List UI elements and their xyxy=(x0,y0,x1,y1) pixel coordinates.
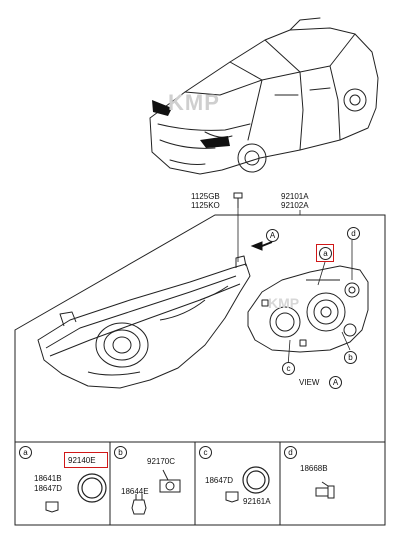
assembly-part-number-1: 92101A xyxy=(281,192,309,201)
view-ref: A xyxy=(329,376,342,389)
callout-c-drawing[interactable]: c xyxy=(282,362,295,375)
car-illustration xyxy=(149,17,379,175)
leader-lines xyxy=(237,208,353,367)
callout-a-highlight xyxy=(316,244,334,262)
bolt-icon xyxy=(233,192,243,208)
table-cell-a-ref: a xyxy=(19,446,32,459)
bolt-part-number-2: 1125KO xyxy=(191,201,220,210)
callout-d-drawing[interactable]: d xyxy=(347,227,360,240)
table-cell-d-ref: d xyxy=(284,446,297,459)
part-bulb-d xyxy=(315,481,335,499)
table-cell-c-ref: c xyxy=(199,446,212,459)
part-bulb-b xyxy=(131,494,147,515)
view-arrow-ref: A xyxy=(266,229,279,242)
part-number-18641b[interactable]: 18641B xyxy=(34,474,62,483)
part-clip-a xyxy=(45,501,59,513)
callout-b-drawing[interactable]: b xyxy=(344,351,357,364)
part-number-92161a[interactable]: 92161A xyxy=(243,497,271,506)
view-arrow-icon xyxy=(250,241,273,251)
rear-view-housing xyxy=(247,265,369,353)
headlamp-assembly xyxy=(37,255,251,389)
part-number-92170c[interactable]: 92170C xyxy=(147,457,176,466)
car-headlamp-left-highlight xyxy=(152,100,172,116)
part-number-92140e[interactable]: 92140E xyxy=(68,456,96,465)
part-number-18668b[interactable]: 18668B xyxy=(300,464,328,473)
part-92140e-highlight xyxy=(64,452,108,468)
car-headlamp-right-highlight xyxy=(200,136,230,148)
part-number-18647d-a[interactable]: 18647D xyxy=(34,484,63,493)
part-number-18647d-c[interactable]: 18647D xyxy=(205,476,234,485)
watermark-car: KMP xyxy=(168,90,220,115)
part-seal-ring-a xyxy=(77,473,107,503)
callout-a-drawing[interactable]: a xyxy=(319,247,332,260)
watermark-housing: KMP xyxy=(268,295,300,311)
table-cell-b-ref: b xyxy=(114,446,127,459)
view-label: VIEW xyxy=(299,378,320,387)
part-socket-b xyxy=(159,469,181,493)
bolt-part-number-1: 1125GB xyxy=(191,192,220,201)
assembly-part-number-2: 92102A xyxy=(281,201,309,210)
part-clip-c xyxy=(225,491,239,503)
part-seal-ring-c xyxy=(242,466,270,494)
part-number-18644e[interactable]: 18644E xyxy=(121,487,149,496)
